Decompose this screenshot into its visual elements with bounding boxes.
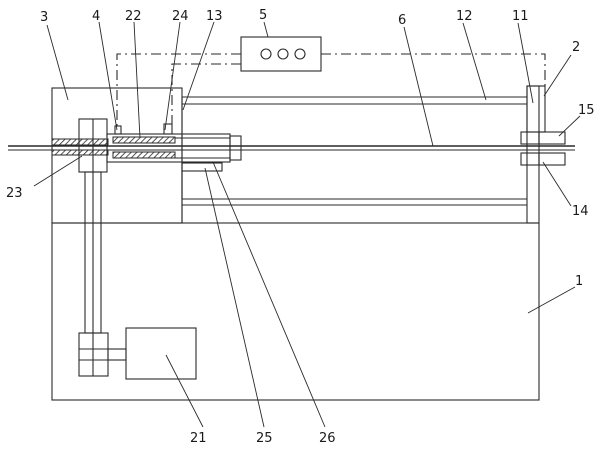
tube-hatched-lower [112, 151, 176, 159]
clamp-inner-left [520, 131, 540, 145]
shaft-connector [107, 348, 127, 361]
label-15: 15 [578, 103, 595, 118]
label-13: 13 [206, 9, 223, 24]
label-14: 14 [572, 204, 589, 219]
element-24 [163, 123, 173, 135]
leader-6 [403, 26, 434, 147]
tube-flange [229, 135, 242, 161]
leader-23 [33, 155, 83, 187]
label-25: 25 [256, 431, 273, 446]
leader-26 [212, 161, 326, 428]
label-21: 21 [190, 431, 207, 446]
clamp-14 [538, 152, 566, 166]
label-24: 24 [172, 9, 189, 24]
leader-13 [182, 21, 215, 111]
label-23: 23 [6, 186, 23, 201]
indicator-light-3 [294, 48, 306, 60]
label-5: 5 [259, 8, 267, 23]
right-upright [526, 85, 540, 224]
label-2: 2 [572, 40, 580, 55]
label-1: 1 [575, 274, 583, 289]
control-box-5 [240, 36, 322, 72]
label-11: 11 [512, 9, 529, 24]
right-bracket-2 [526, 85, 546, 133]
tube-hatched-left [51, 138, 109, 146]
label-4: 4 [92, 9, 100, 24]
label-26: 26 [319, 431, 336, 446]
label-22: 22 [125, 9, 142, 24]
leader-24 [164, 21, 181, 131]
label-12: 12 [456, 9, 473, 24]
leader-5 [263, 21, 269, 38]
leader-25 [204, 167, 265, 428]
base-frame [51, 222, 540, 401]
carriage-block [181, 162, 223, 172]
leader-21 [165, 354, 204, 428]
leader-14 [542, 161, 572, 207]
signal-line-right [321, 53, 546, 86]
element-4 [114, 125, 122, 135]
motor-21 [125, 327, 197, 380]
leader-3 [46, 24, 69, 101]
leader-15 [558, 115, 581, 137]
tube-hatched-left-low [51, 149, 109, 156]
indicator-light-1 [260, 48, 272, 60]
leader-1 [527, 286, 576, 314]
leader-22 [133, 21, 141, 139]
leader-12 [462, 22, 487, 101]
label-6: 6 [398, 13, 406, 28]
tube-hatched-22 [112, 136, 176, 144]
leader-11 [517, 22, 534, 104]
signal-line-middle [171, 63, 241, 124]
clamp-inner-left-low [520, 152, 540, 166]
signal-line-left [116, 53, 241, 126]
leader-4 [98, 21, 118, 131]
label-3: 3 [40, 10, 48, 25]
leader-2 [543, 54, 572, 97]
indicator-light-2 [277, 48, 289, 60]
